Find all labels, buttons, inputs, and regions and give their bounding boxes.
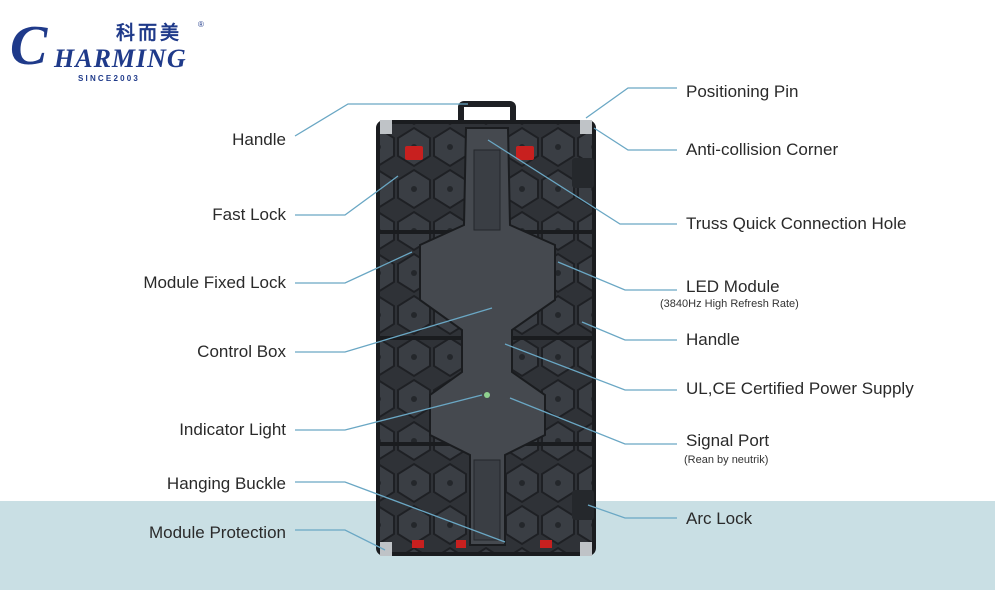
label-arc-lock: Arc Lock [686, 509, 753, 528]
module-protection-red [456, 540, 466, 548]
corner-top-right [580, 120, 592, 134]
label-fast-lock: Fast Lock [212, 205, 286, 224]
leader-truss-hole [487, 139, 677, 225]
label-handle-right: Handle [686, 330, 740, 349]
corner-top-left [380, 120, 392, 134]
leader-indicator-light [295, 394, 483, 431]
corner-bottom-left [380, 542, 392, 556]
leader-handle-right [581, 321, 677, 341]
logo-wordmark: HARMING [54, 44, 187, 73]
logo-chinese-name: 科而美 [116, 22, 183, 44]
module-protection-red [540, 540, 552, 548]
leader-fast-lock [295, 175, 399, 216]
brand-logo: C 科而美 ® HARMING SINCE2003 [10, 18, 210, 88]
leader-module-fixed-lock [295, 251, 413, 284]
module-protection-red [412, 540, 424, 548]
leader-handle-left [294, 103, 468, 137]
label-hanging-buckle: Hanging Buckle [166, 474, 286, 493]
leader-power-supply [504, 343, 677, 391]
sublabel-signal-port: (Rean by neutrik) [684, 454, 769, 466]
control-box-panel [473, 149, 501, 231]
corner-bottom-right [580, 542, 592, 556]
leader-module-protection [295, 529, 386, 551]
fast-lock-red [405, 146, 423, 160]
label-anti-collision-corner: Anti-collision Corner [686, 140, 839, 159]
label-power-supply: UL,CE Certified Power Supply [686, 379, 914, 398]
logo-registered-mark: ® [198, 20, 204, 29]
label-truss-quick-connection-hole: Truss Quick Connection Hole [686, 214, 907, 233]
fast-lock-red [516, 146, 534, 160]
label-indicator-light: Indicator Light [179, 420, 286, 439]
leader-control-box [295, 307, 493, 353]
label-led-module: LED Module [686, 277, 780, 296]
leader-hanging-buckle [295, 481, 506, 543]
logo-initial: C [10, 15, 48, 77]
leader-signal-port [509, 397, 677, 445]
leader-arc-lock [587, 504, 677, 519]
label-handle-left: Handle [232, 130, 286, 149]
label-signal-port: Signal Port [686, 431, 770, 450]
label-module-fixed-lock: Module Fixed Lock [143, 273, 286, 292]
label-positioning-pin: Positioning Pin [686, 82, 799, 101]
sublabel-led-module: (3840Hz High Refresh Rate) [660, 298, 799, 310]
arc-lock-bottom [572, 490, 594, 520]
logo-since: SINCE2003 [78, 74, 141, 83]
leader-led-module [557, 261, 677, 291]
arc-lock-top [572, 158, 594, 188]
label-module-protection: Module Protection [148, 523, 286, 542]
leader-anti-collision [593, 127, 677, 151]
label-control-box: Control Box [197, 342, 286, 361]
control-box [419, 127, 556, 546]
control-box-panel [473, 459, 501, 541]
leader-positioning-pin [585, 87, 677, 119]
indicator-light [484, 392, 490, 398]
